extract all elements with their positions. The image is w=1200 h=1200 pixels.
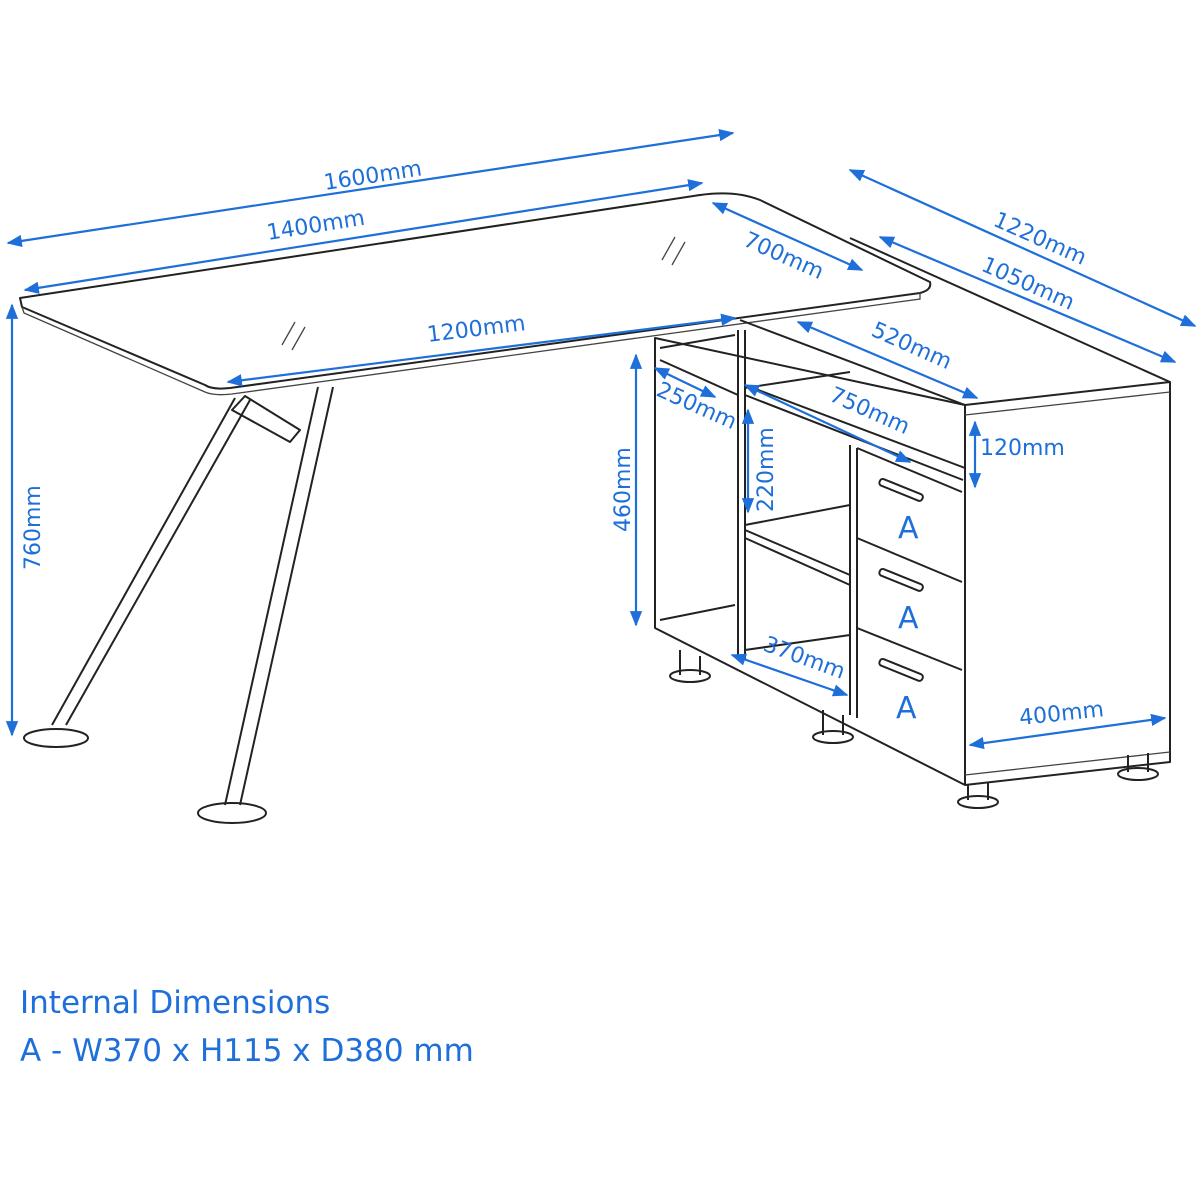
desk-top xyxy=(19,192,932,396)
label-400: 400mm xyxy=(1018,697,1105,731)
label-120: 120mm xyxy=(980,436,1065,461)
notes-line: A - W370 x H115 x D380 mm xyxy=(20,1033,474,1069)
drawer-label-a: A xyxy=(898,511,919,546)
label-460: 460mm xyxy=(611,447,636,532)
desk-legs xyxy=(23,386,334,824)
label-700: 700mm xyxy=(740,228,828,285)
label-1200: 1200mm xyxy=(426,311,527,348)
label-1600: 1600mm xyxy=(322,156,423,196)
dimension-lines xyxy=(5,128,1197,750)
drawer-handles xyxy=(878,477,924,682)
dimension-labels: 1600mm 1400mm 1200mm 700mm 1220mm 1050mm… xyxy=(21,156,1105,731)
label-370: 370mm xyxy=(760,632,848,685)
cabinet-feet xyxy=(669,650,1159,809)
label-760: 760mm xyxy=(21,485,46,570)
label-1400: 1400mm xyxy=(265,206,367,246)
label-220: 220mm xyxy=(754,427,779,512)
label-250: 250mm xyxy=(653,378,741,435)
drawer-label-a: A xyxy=(898,601,919,636)
notes-title: Internal Dimensions xyxy=(20,985,331,1021)
label-520: 520mm xyxy=(868,318,956,375)
drawer-label-a: A xyxy=(896,691,917,726)
